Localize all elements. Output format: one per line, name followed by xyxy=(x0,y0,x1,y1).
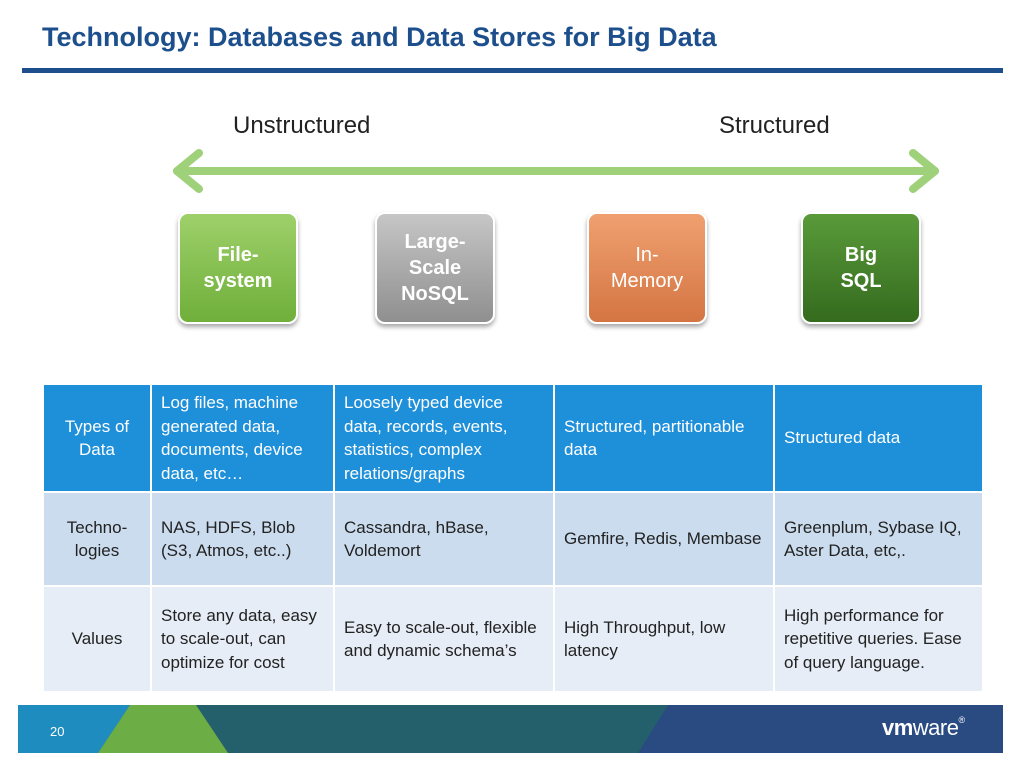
table-row-types: Types of Data Log files, machine generat… xyxy=(42,383,984,493)
table-row-values: Values Store any data, easy to scale-out… xyxy=(42,585,984,693)
table-row-technologies: Techno- logies NAS, HDFS, Blob (S3, Atmo… xyxy=(42,491,984,587)
table-cell: Structured, partitionable data xyxy=(553,383,775,493)
table-cell: Easy to scale-out, flexible and dynamic … xyxy=(333,585,555,693)
table-cell: Structured data xyxy=(773,383,984,493)
category-big-sql: Big SQL xyxy=(801,212,921,324)
category-filesystem: File- system xyxy=(178,212,298,324)
table-cell: Store any data, easy to scale-out, can o… xyxy=(150,585,335,693)
vmware-logo: vmware® xyxy=(882,715,965,740)
table-cell: NAS, HDFS, Blob (S3, Atmos, etc..) xyxy=(150,491,335,587)
comparison-table: Types of Data Log files, machine generat… xyxy=(42,383,984,693)
unstructured-label: Unstructured xyxy=(233,112,371,139)
table-cell: Gemfire, Redis, Membase xyxy=(553,491,775,587)
table-cell: High performance for repetitive queries.… xyxy=(773,585,984,693)
table-cell: High Throughput, low latency xyxy=(553,585,775,693)
double-arrow-icon xyxy=(173,149,939,193)
row-header-technologies: Techno- logies xyxy=(42,491,152,587)
table-cell: Log files, machine generated data, docum… xyxy=(150,383,335,493)
footer-band xyxy=(18,705,1003,753)
category-nosql: Large- Scale NoSQL xyxy=(375,212,495,324)
table-cell: Loosely typed device data, records, even… xyxy=(333,383,555,493)
title-divider xyxy=(22,68,1003,73)
table-cell: Greenplum, Sybase IQ, Aster Data, etc,. xyxy=(773,491,984,587)
table-cell: Cassandra, hBase, Voldemort xyxy=(333,491,555,587)
category-in-memory: In- Memory xyxy=(587,212,707,324)
page-number: 20 xyxy=(50,724,65,739)
row-header-values: Values xyxy=(42,585,152,693)
structured-label: Structured xyxy=(719,112,830,139)
slide-title: Technology: Databases and Data Stores fo… xyxy=(42,22,717,52)
row-header-types: Types of Data xyxy=(42,383,152,493)
